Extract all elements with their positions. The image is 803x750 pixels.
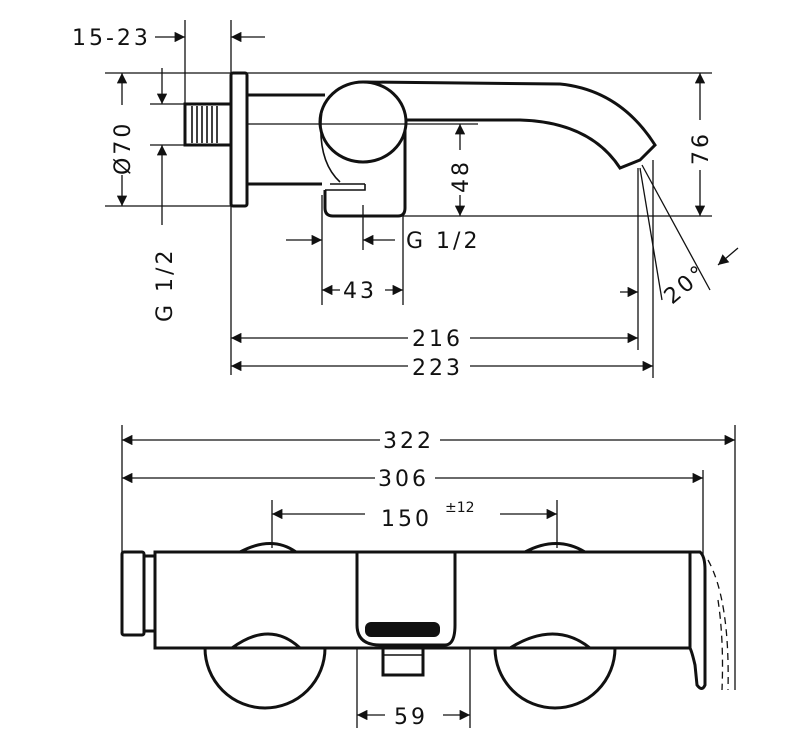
handle-base [320, 109, 341, 183]
end-cap [120, 550, 146, 637]
body-pipe [247, 93, 325, 186]
outlet-width-label: 59 [394, 705, 428, 730]
outlet-aerator [365, 622, 440, 637]
diverter-lever [688, 550, 707, 690]
outlet-height-label: 48 [449, 159, 474, 193]
eccentric-right-top [524, 542, 586, 554]
outlet-thread-label: G 1/2 [406, 229, 480, 254]
outlet-grid [325, 183, 366, 191]
total-height-label: 76 [689, 131, 714, 165]
eccentric-right [509, 632, 591, 650]
spray-line [639, 167, 663, 301]
escutcheon-left [203, 647, 327, 710]
spray-angle-label: 20° [660, 260, 713, 310]
cap-joint [144, 554, 155, 633]
dimension-arrow [717, 247, 739, 266]
wall-depth-label: 15-23 [72, 26, 151, 51]
eccentric-left-top [239, 542, 297, 554]
outlet-width-label: 43 [343, 279, 377, 304]
center-tolerance-label: ±12 [445, 500, 475, 516]
escutcheon-right [493, 647, 617, 710]
top-view: 322 306 150 ±12 59 [120, 425, 736, 730]
lever-swing-path [717, 599, 724, 691]
total-projection-label: 223 [412, 356, 463, 381]
inlet-thread-label: G 1/2 [153, 248, 178, 322]
spout [362, 80, 657, 170]
lever-swing-path [707, 559, 729, 691]
total-width-label: 322 [383, 429, 434, 454]
center-distance-label: 150 [381, 507, 432, 532]
eccentric-left [231, 632, 302, 650]
flange-diameter-label: Ø70 [111, 121, 136, 175]
mixer-handle [318, 80, 408, 164]
outlet-block [323, 130, 407, 218]
outlet-connector [381, 643, 425, 677]
wall-flange [229, 71, 249, 208]
body-width-label: 306 [378, 467, 429, 492]
inlet-thread [183, 102, 233, 147]
spray-line [641, 164, 711, 291]
spout-length-label: 216 [412, 327, 463, 352]
side-view: 15-23 Ø70 G 1/2 48 G 1/2 43 76 20° 216 [72, 20, 739, 381]
